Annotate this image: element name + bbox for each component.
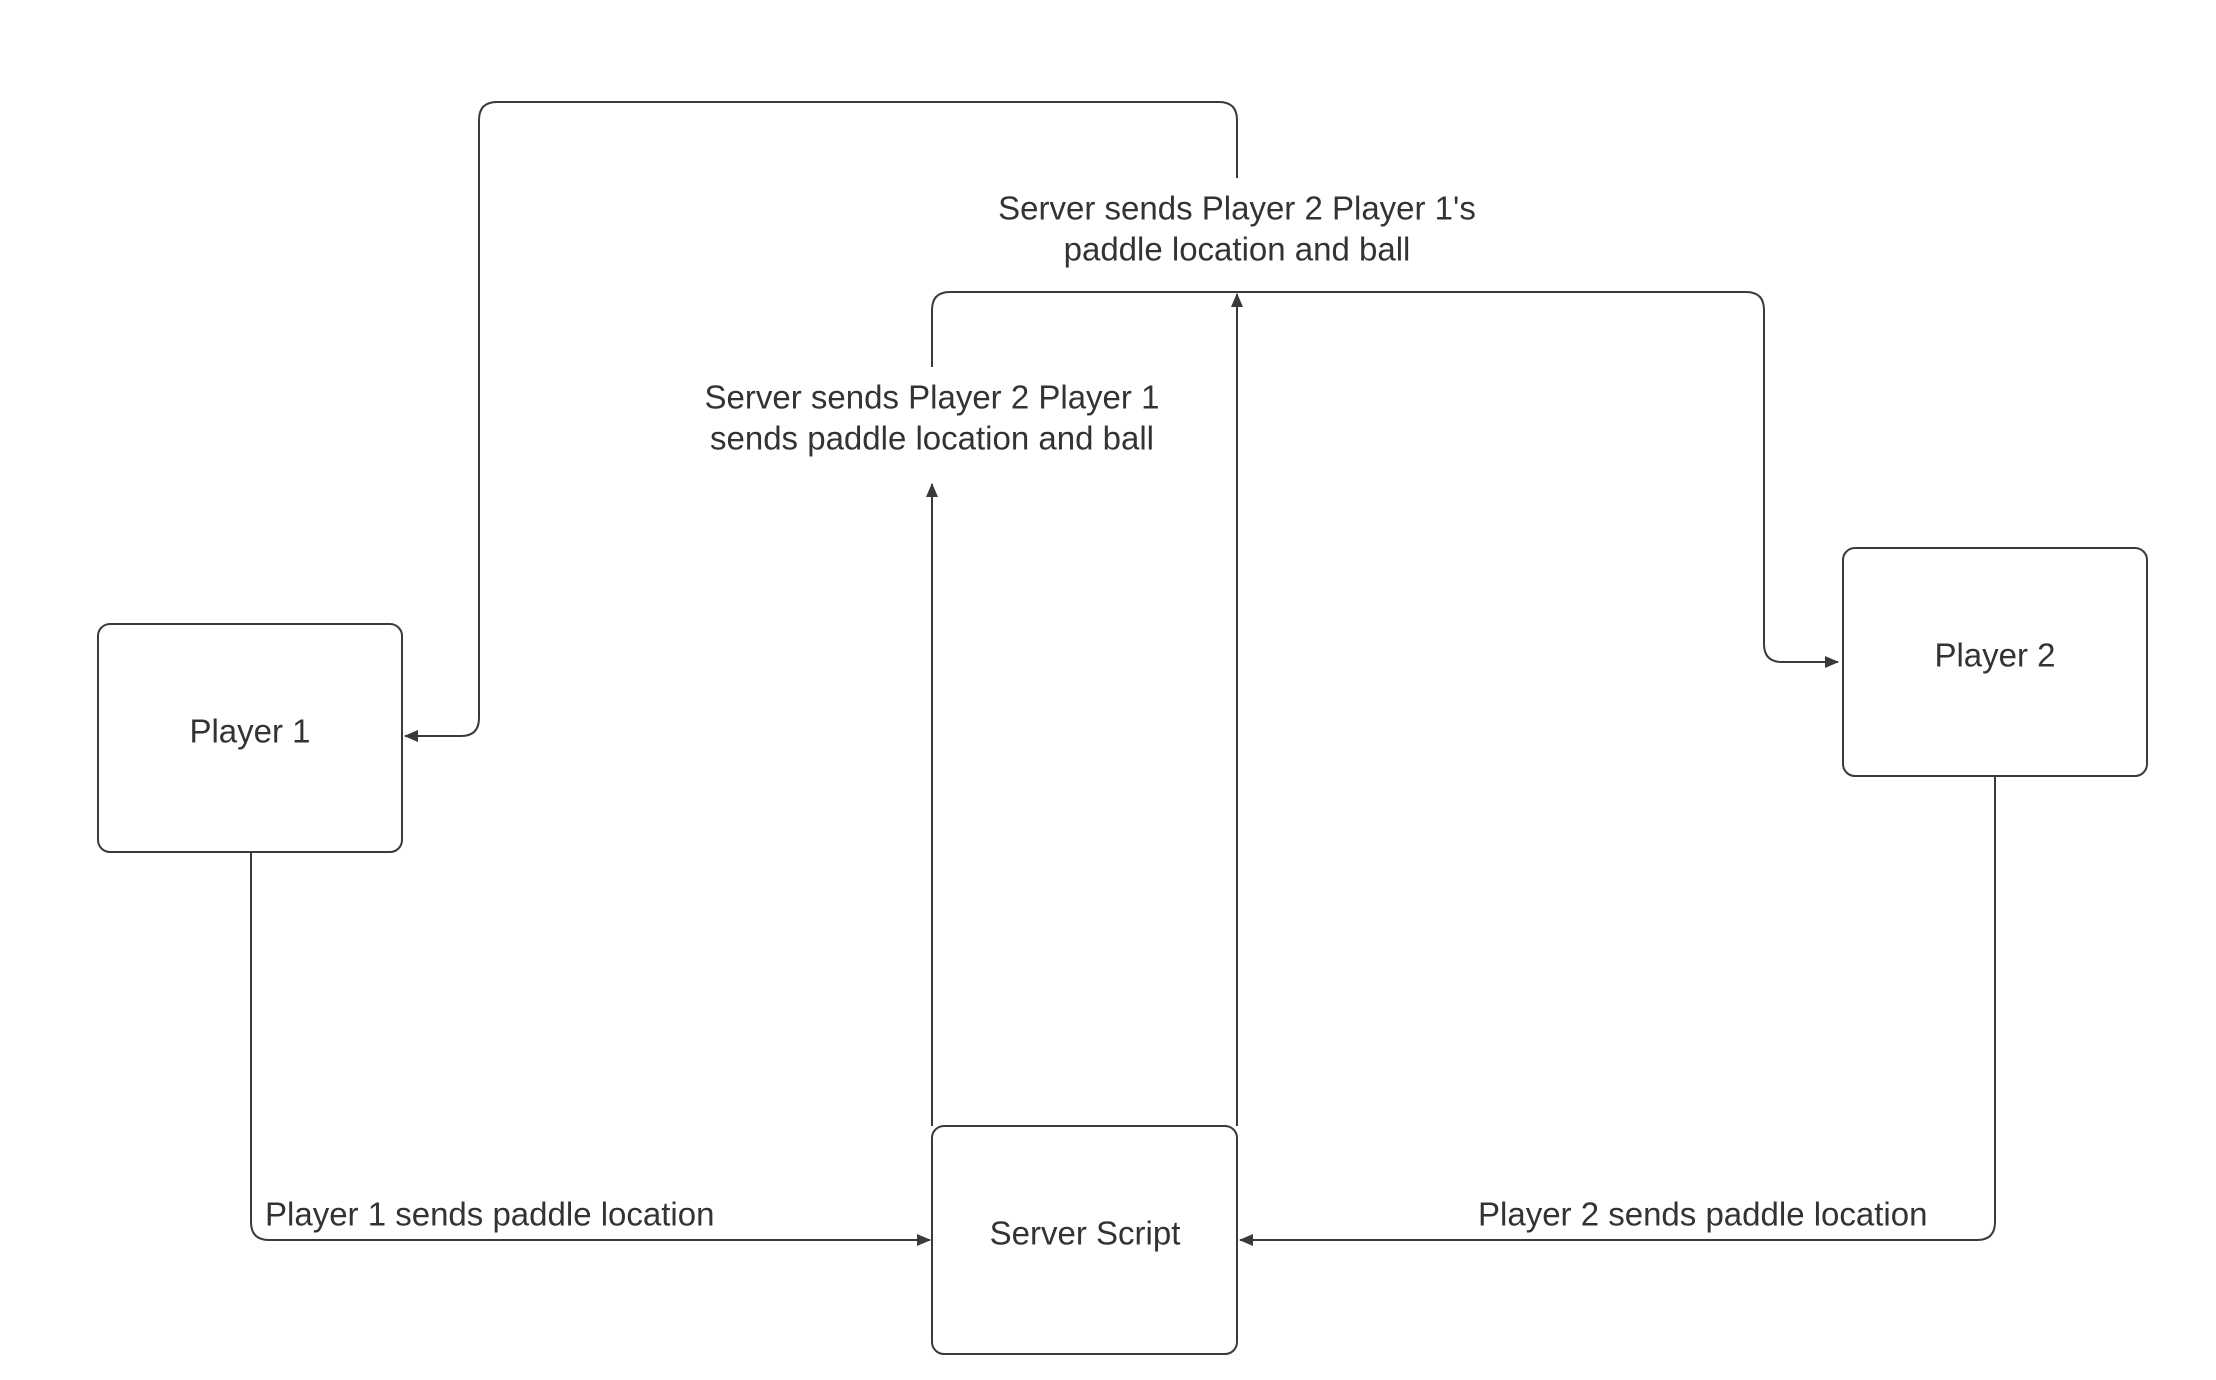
- edge-server-to-player1: [404, 101, 1238, 742]
- edge-label-server-to-player2-line2: sends paddle location and ball: [710, 420, 1154, 457]
- node-player2[interactable]: Player 2: [1842, 547, 2148, 777]
- edge-label-server-to-player1-line2: paddle location and ball: [1064, 231, 1411, 268]
- node-player1[interactable]: Player 1: [97, 623, 403, 853]
- node-player1-label: Player 1: [189, 713, 310, 750]
- edge-label-server-to-player1-line1: Server sends Player 2 Player 1's: [998, 190, 1476, 227]
- node-server-script[interactable]: Server Script: [931, 1125, 1238, 1355]
- edge-server-to-player2: [931, 291, 1839, 668]
- edge-player1-to-server: [250, 850, 931, 1246]
- edge-label-player1-sends: Player 1 sends paddle location: [265, 1196, 714, 1233]
- edge-player2-to-server: [1239, 776, 1996, 1246]
- node-player2-label: Player 2: [1934, 637, 2055, 674]
- node-server-script-label: Server Script: [990, 1215, 1181, 1252]
- edge-label-server-to-player2-line1: Server sends Player 2 Player 1: [705, 379, 1160, 416]
- edges: [250, 101, 1996, 1246]
- edge-label-player2-sends: Player 2 sends paddle location: [1478, 1196, 1927, 1233]
